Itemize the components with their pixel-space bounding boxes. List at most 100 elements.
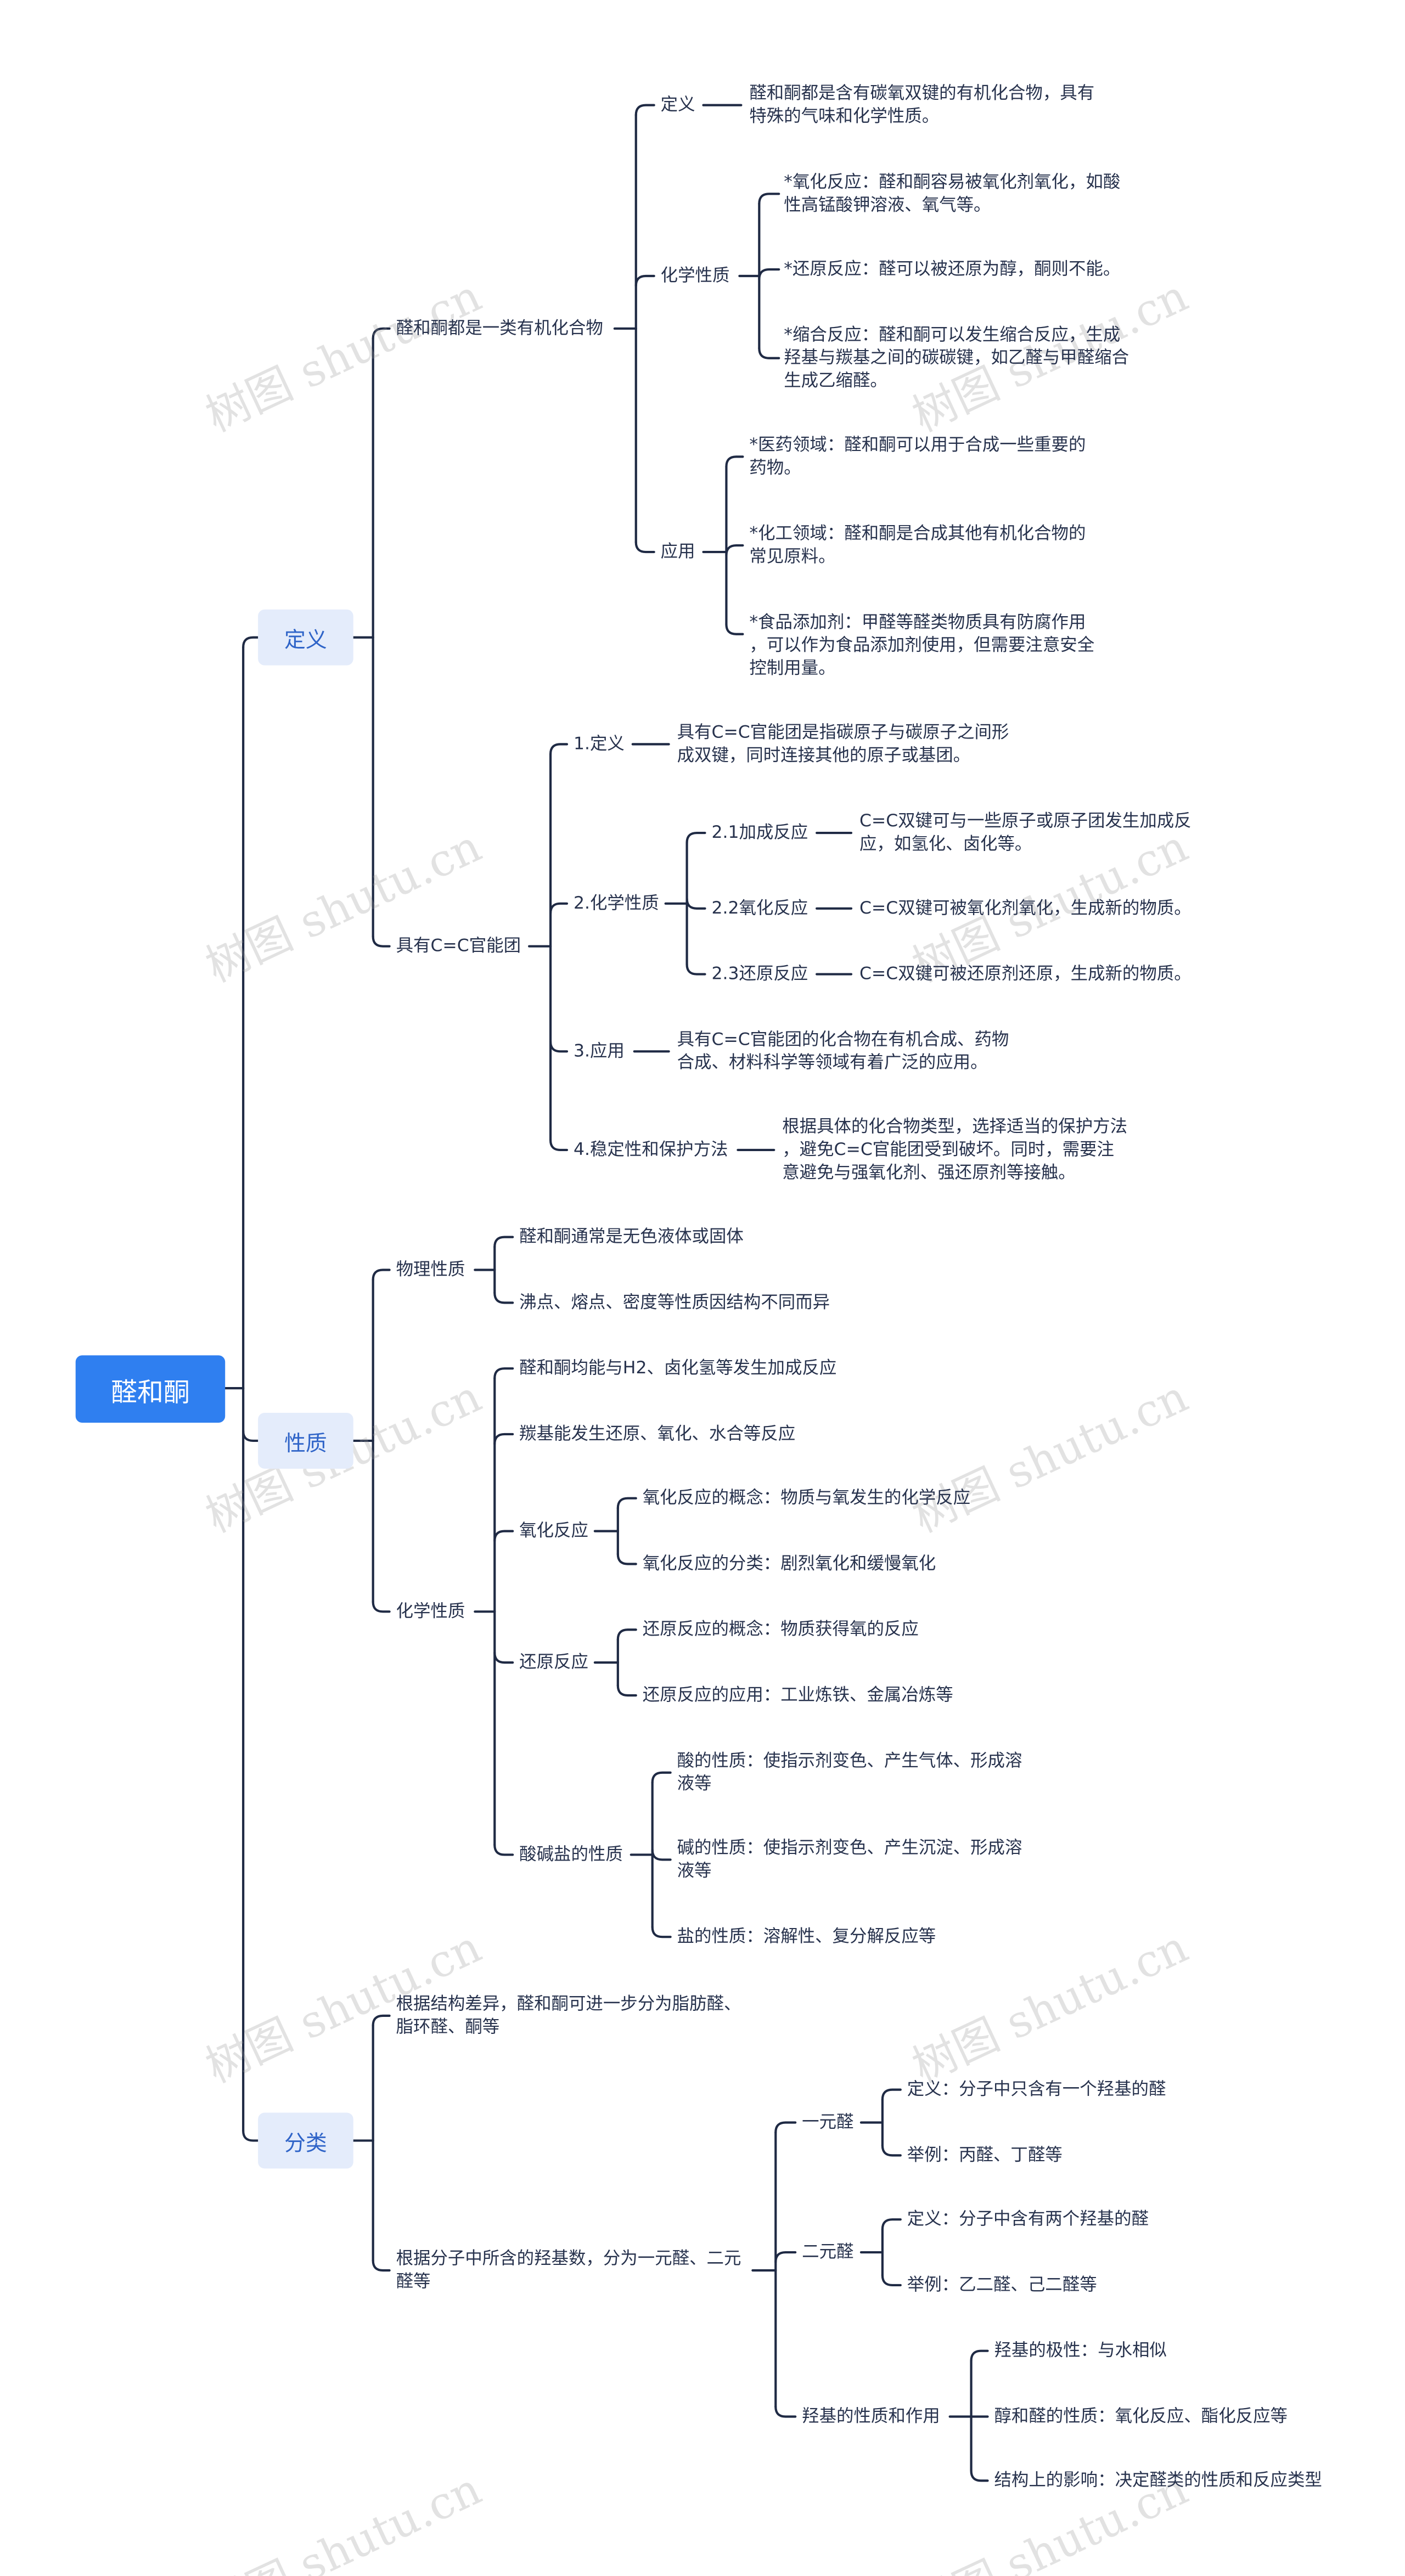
connector xyxy=(725,623,744,635)
leaf-a-app-food-1: *食品添加剂：甲醛等醛类物质具有防腐作用 xyxy=(749,612,1086,633)
root-node[interactable]: 醛和酮 xyxy=(75,1355,226,1423)
node-b-reduction[interactable]: 2.3还原反应 xyxy=(711,964,808,984)
connector xyxy=(970,2349,989,2362)
leaf-reduction-1: 还原反应的概念：物质获得氧的反应 xyxy=(642,1620,919,1640)
node-hydroxyl-props[interactable]: 羟基的性质和作用 xyxy=(802,2406,940,2427)
leaf-salt: 盐的性质：溶解性、复分解反应等 xyxy=(677,1927,936,1947)
leaf-b-addition-2: 应，如氢化、卤化等。 xyxy=(859,835,1032,854)
leaf-a-app-food-2: ，可以作为食品添加剂使用，但需要注意安全 xyxy=(749,635,1095,656)
leaf-acid-1: 酸的性质：使指示剂变色、产生气体、形成溶 xyxy=(677,1751,1022,1771)
leaf-b-stability-1: 根据具体的化合物类型，选择适当的保护方法 xyxy=(782,1117,1128,1137)
leaf-a-chem-condense-2: 羟基与羰基之间的碳碳键，如乙醛与甲醛缩合 xyxy=(784,348,1129,368)
leaf-physical-2: 沸点、熔点、密度等性质因结构不同而异 xyxy=(519,1293,830,1313)
leaf-di-example: 举例：乙二醛、己二醛等 xyxy=(907,2275,1097,2295)
leaf-b-application-1: 具有C=C官能团的化合物在有机合成、药物 xyxy=(677,1030,1009,1050)
leaf-b-application-2: 合成、材料科学等领域有着广泛的应用。 xyxy=(677,1053,988,1073)
connector xyxy=(549,902,569,915)
branch-definition[interactable]: 定义 xyxy=(258,609,353,666)
connector xyxy=(493,1844,514,1856)
connector xyxy=(758,268,780,281)
node-b-addition[interactable]: 2.1加成反应 xyxy=(711,823,808,843)
connector xyxy=(651,1848,672,1861)
leaf-prop-chem-carbonyl: 羰基能发生还原、氧化、水合等反应 xyxy=(519,1424,796,1444)
connector xyxy=(725,544,744,557)
leaf-a-definition-2: 特殊的气味和化学性质。 xyxy=(749,106,940,127)
node-mono-aldehyde[interactable]: 一元醛 xyxy=(802,2112,854,2133)
connector xyxy=(616,1684,637,1697)
connector xyxy=(549,1040,569,1053)
connector xyxy=(725,455,744,468)
connector xyxy=(634,104,655,116)
node-di-aldehyde[interactable]: 二元醛 xyxy=(802,2242,854,2263)
connector xyxy=(493,1292,514,1304)
node-b-application[interactable]: 3.应用 xyxy=(573,1041,625,1062)
leaf-b-addition-1: C=C双键可与一些原子或原子团发生加成反 xyxy=(859,811,1192,832)
leaf-b-definition-2: 成双键，同时连接其他的原子或基团。 xyxy=(677,746,971,766)
leaf-oxidation-2: 氧化反应的分类：剧烈氧化和缓慢氧化 xyxy=(642,1554,936,1574)
connector xyxy=(493,1433,514,1445)
connector xyxy=(758,347,780,359)
connector xyxy=(774,2251,797,2264)
node-aldehyde-ketone-organic[interactable]: 醛和酮都是一类有机化合物 xyxy=(396,318,603,339)
branch-properties[interactable]: 性质 xyxy=(258,1413,353,1469)
node-prop-chemical[interactable]: 化学性质 xyxy=(396,1602,465,1622)
leaf-b-definition-1: 具有C=C官能团是指碳原子与碳原子之间形 xyxy=(677,723,1009,743)
leaf-hydroxyl-structure: 结构上的影响：决定醛类的性质和反应类型 xyxy=(994,2471,1322,2491)
connector xyxy=(685,831,706,844)
connector xyxy=(242,636,260,649)
leaf-prop-chem-addition: 醛和酮均能与H2、卤化氢等发生加成反应 xyxy=(519,1359,837,1379)
leaf-a-app-medical-2: 药物。 xyxy=(749,458,801,478)
connector xyxy=(493,1651,514,1664)
leaf-di-definition: 定义：分子中含有两个羟基的醛 xyxy=(907,2209,1149,2230)
node-cls-hydroxyl-2[interactable]: 醛等 xyxy=(396,2271,431,2292)
connector xyxy=(242,1429,260,1442)
node-b-chemical[interactable]: 2.化学性质 xyxy=(573,893,659,914)
connector xyxy=(685,897,706,910)
node-cls-structure-2[interactable]: 脂环醛、酮等 xyxy=(396,2017,500,2037)
connector xyxy=(372,327,391,340)
node-b-stability[interactable]: 4.稳定性和保护方法 xyxy=(573,1140,728,1160)
leaf-reduction-2: 还原反应的应用：工业炼铁、金属冶炼等 xyxy=(642,1686,953,1705)
connector xyxy=(651,1926,672,1938)
connector xyxy=(881,2144,902,2157)
node-b-definition[interactable]: 1.定义 xyxy=(573,734,625,754)
leaf-a-chem-oxidation-2: 性高锰酸钾溶液、氧气等。 xyxy=(784,195,991,216)
connector xyxy=(881,2088,902,2101)
branch-classification[interactable]: 分类 xyxy=(258,2112,353,2169)
leaf-hydroxyl-polarity: 羟基的极性：与水相似 xyxy=(994,2341,1167,2361)
node-cc-functional[interactable]: 具有C=C官能团 xyxy=(396,936,521,956)
node-oxidation[interactable]: 氧化反应 xyxy=(519,1521,588,1541)
node-a-chemical[interactable]: 化学性质 xyxy=(660,266,730,286)
connector xyxy=(372,2014,391,2027)
connector xyxy=(493,1236,514,1248)
node-acid-base-salt[interactable]: 酸碱盐的性质 xyxy=(519,1845,623,1865)
leaf-b-oxidation: C=C双键可被氧化剂氧化，生成新的物质。 xyxy=(859,898,1192,918)
connector xyxy=(634,274,655,288)
leaf-a-app-chem-2: 常见原料。 xyxy=(749,547,836,567)
leaf-a-app-chem-1: *化工领域：醛和酮是合成其他有机化合物的 xyxy=(749,524,1086,544)
leaf-b-reduction: C=C双键可被还原剂还原，生成新的物质。 xyxy=(859,964,1192,984)
connector xyxy=(493,1367,514,1380)
connector xyxy=(372,1600,391,1613)
node-a-application[interactable]: 应用 xyxy=(660,542,695,562)
connector xyxy=(881,2218,902,2231)
node-physical[interactable]: 物理性质 xyxy=(396,1260,465,1280)
connector xyxy=(372,935,391,948)
connector xyxy=(881,2274,902,2287)
leaf-hydroxyl-alcohol: 醇和醛的性质：氧化反应、酯化反应等 xyxy=(994,2406,1288,2427)
leaf-physical-1: 醛和酮通常是无色液体或固体 xyxy=(519,1227,744,1247)
leaf-a-chem-condense-3: 生成乙缩醛。 xyxy=(784,371,887,391)
leaf-mono-example: 举例：丙醛、丁醛等 xyxy=(907,2145,1063,2166)
connector xyxy=(685,963,706,976)
node-cls-structure-1[interactable]: 根据结构差异，醛和酮可进一步分为脂肪醛、 xyxy=(396,1994,741,2014)
leaf-mono-definition: 定义：分子中只含有一个羟基的醛 xyxy=(907,2079,1166,2100)
connector xyxy=(372,1269,391,1281)
leaf-base-2: 液等 xyxy=(677,1861,712,1881)
node-a-definition[interactable]: 定义 xyxy=(660,95,695,115)
node-reduction[interactable]: 还原反应 xyxy=(519,1653,588,1673)
node-cls-hydroxyl-1[interactable]: 根据分子中所含的羟基数，分为一元醛、二元 xyxy=(396,2249,741,2269)
leaf-a-chem-reduction: *还原反应：醛可以被还原为醇，酮则不能。 xyxy=(784,260,1121,280)
node-b-oxidation[interactable]: 2.2氧化反应 xyxy=(711,898,808,918)
